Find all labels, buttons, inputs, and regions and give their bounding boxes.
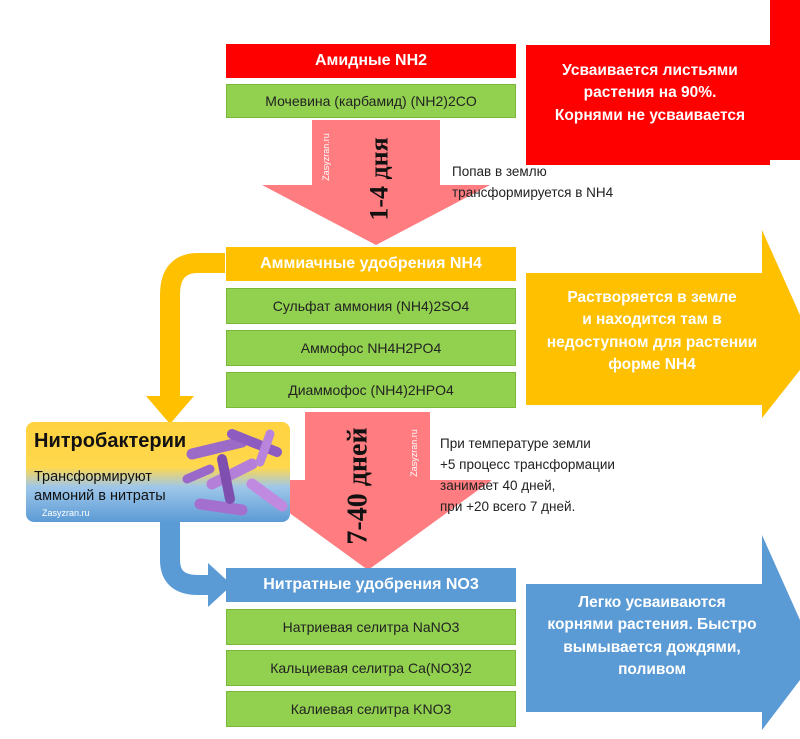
bacteria-to-nitrate-arrow: [160, 522, 210, 595]
nitrobacteria-title: Нитробактерии: [34, 430, 187, 452]
nitrobacteria-text: Трансформируют аммоний в нитраты: [34, 469, 166, 504]
transition-arrow-2: [244, 412, 492, 570]
nitrobacteria-card: Нитробактерии Трансформируют аммоний в н…: [26, 422, 290, 522]
amide-side-text: Усваивается листьями растения на 90%. Ко…: [554, 62, 746, 124]
ammonium-side-arrow: [526, 230, 800, 418]
ammonium-side-text: Растворяется в земле и находится там в н…: [546, 289, 758, 374]
transition-2-watermark: Zasyzran.ru: [408, 429, 419, 477]
transition-2-note: При температуре земли +5 процесс трансфо…: [440, 436, 615, 514]
nitrate-header: Нитратные удобрения NO3: [226, 568, 516, 602]
transition-2-label: 7-40 дней: [342, 427, 374, 545]
transition-1-label: 1-4 дня: [364, 137, 394, 221]
urea-item: Мочевина (карбамид) (NH2)2CO: [226, 84, 516, 118]
amide-side-arrow: [526, 0, 800, 165]
ammonium-to-bacteria-arrow: [160, 253, 225, 398]
nitrate-side-text: Легко усваиваются корнями растения. Быст…: [547, 594, 757, 679]
sodium-nitrate-item: Натриевая селитра NaNO3: [226, 609, 516, 645]
ammonium-header: Аммиачные удобрения NH4: [226, 247, 516, 281]
potassium-nitrate-item: Калиевая селитра KNO3: [226, 691, 516, 727]
calcium-nitrate-item: Кальциевая селитра Ca(NO3)2: [226, 650, 516, 686]
transition-arrow-1: [262, 120, 490, 245]
diammophos-item: Диаммофос (NH4)2HPO4: [226, 372, 516, 408]
transition-1-watermark: Zasyzran.ru: [320, 133, 331, 181]
amide-header: Амидные NH2: [226, 44, 516, 78]
ammophos-item: Аммофос NH4H2PO4: [226, 330, 516, 366]
ammonium-sulfate-item: Сульфат аммония (NH4)2SO4: [226, 288, 516, 324]
bacteria-illustration: [182, 429, 288, 516]
nitrate-side-arrow: [526, 535, 800, 730]
transition-1-note: Попав в землю трансформируется в NH4: [452, 164, 614, 200]
nitrobacteria-watermark: Zasyzran.ru: [42, 508, 90, 518]
